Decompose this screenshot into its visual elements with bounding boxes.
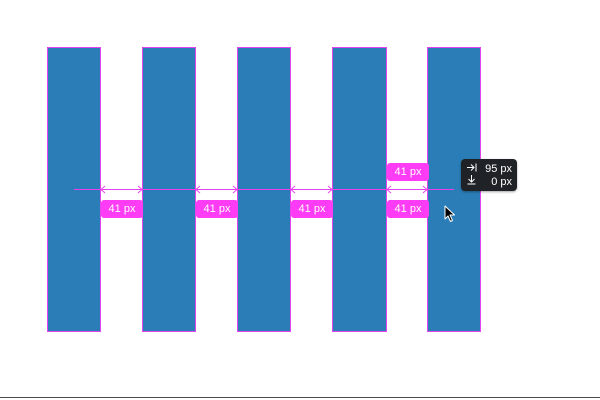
- arrow-to-line-down-icon: [467, 175, 479, 190]
- dimension-arrow-3: [290, 185, 333, 194]
- bottom-divider: [0, 397, 600, 398]
- gap-measurement-label-4: 41 px: [387, 200, 429, 218]
- arrow-to-line-right-icon: [467, 163, 479, 177]
- distance-tooltip: 95 px 0 px: [461, 159, 517, 191]
- gap-measurement-label-1: 41 px: [101, 200, 143, 218]
- dimension-arrow-1: [100, 185, 143, 194]
- horizontal-distance-value: 95 px: [485, 163, 512, 175]
- dimension-arrow-4: [386, 185, 428, 194]
- horizontal-distance-row: 95 px: [467, 162, 512, 176]
- pointer-arrow-icon: [444, 205, 456, 223]
- vertical-distance-value: 0 px: [491, 176, 512, 188]
- dimension-arrow-2: [195, 185, 238, 194]
- hover-measurement-label: 41 px: [387, 163, 429, 181]
- measurement-guide-line: [74, 189, 454, 190]
- vertical-distance-row: 0 px: [467, 175, 512, 189]
- gap-measurement-label-2: 41 px: [196, 200, 238, 218]
- gap-measurement-label-3: 41 px: [291, 200, 333, 218]
